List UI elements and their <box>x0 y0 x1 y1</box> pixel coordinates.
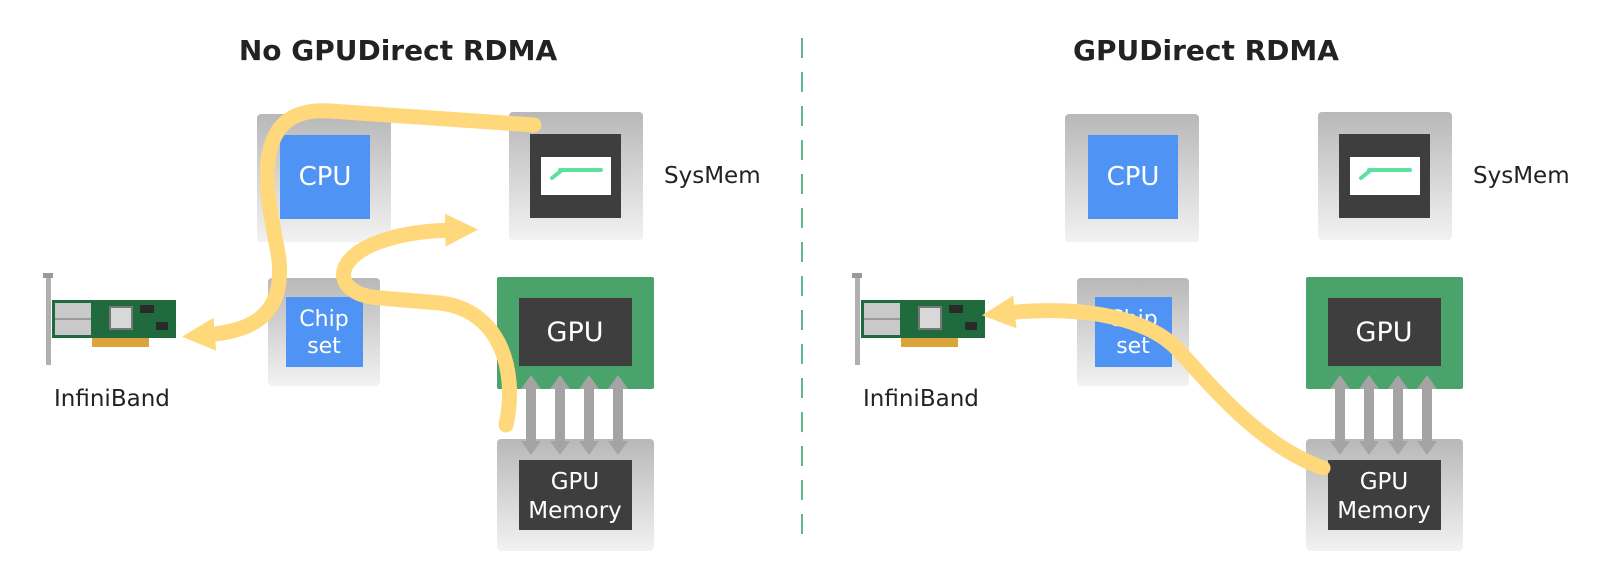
panel-title: No GPUDirect RDMA <box>239 34 558 67</box>
gpu-card: GPU <box>1306 277 1463 389</box>
gpu-memory-label-line2: Memory <box>528 498 622 524</box>
data-path-gpumem-to-sysmem <box>336 213 517 433</box>
bus-arrow <box>521 375 541 455</box>
infiniband-nic <box>43 273 176 365</box>
gpu-memory-label-line2: Memory <box>1337 498 1431 524</box>
gpu-memory: GPU Memory <box>1306 439 1463 551</box>
bus-arrow <box>1359 375 1379 455</box>
chipset-label-line1: Chip <box>299 307 348 332</box>
bus-arrow <box>1417 375 1437 455</box>
gpu-memory: GPU Memory <box>497 439 654 551</box>
panel-title: GPUDirect RDMA <box>1073 34 1339 67</box>
memory-bus-arrows <box>521 375 628 455</box>
infiniband-label: InfiniBand <box>54 386 170 412</box>
data-path-gpumem-to-nic <box>982 295 1331 476</box>
sysmem-chip: SysMem <box>1318 112 1570 240</box>
bus-arrow <box>1330 375 1350 455</box>
cpu-label: CPU <box>1107 162 1160 192</box>
gpu-label: GPU <box>547 317 604 348</box>
data-path-sysmem-to-nic <box>181 103 542 351</box>
memory-buffer-icon <box>550 168 603 180</box>
bus-arrow <box>579 375 599 455</box>
cpu-chip: CPU <box>1065 114 1199 242</box>
gpu-card: GPU <box>497 277 654 389</box>
memory-buffer-icon <box>1359 168 1412 180</box>
gpu-memory-label-line1: GPU <box>551 469 600 495</box>
chipset-label-line2: set <box>307 334 341 359</box>
bus-arrow <box>550 375 570 455</box>
bus-arrow <box>1388 375 1408 455</box>
sysmem-chip: SysMem <box>509 112 761 240</box>
panel-gpudirect: GPUDirect RDMA CPU SysMem Chip set GPU <box>852 34 1570 551</box>
memory-bus-arrows <box>1330 375 1437 455</box>
panel-no-gpudirect: No GPUDirect RDMA CPU SysMem Chip set GP… <box>43 34 761 551</box>
sysmem-label: SysMem <box>664 163 761 189</box>
gpu-label: GPU <box>1356 317 1413 348</box>
sysmem-label: SysMem <box>1473 163 1570 189</box>
gpu-memory-label-line1: GPU <box>1360 469 1409 495</box>
infiniband-nic <box>852 273 985 365</box>
cpu-label: CPU <box>299 162 352 192</box>
bus-arrow <box>608 375 628 455</box>
chipset: Chip set <box>268 278 380 386</box>
cpu-chip: CPU <box>257 114 391 242</box>
infiniband-label: InfiniBand <box>863 386 979 412</box>
chipset: Chip set <box>1077 278 1189 386</box>
chipset-label-line2: set <box>1116 334 1150 359</box>
